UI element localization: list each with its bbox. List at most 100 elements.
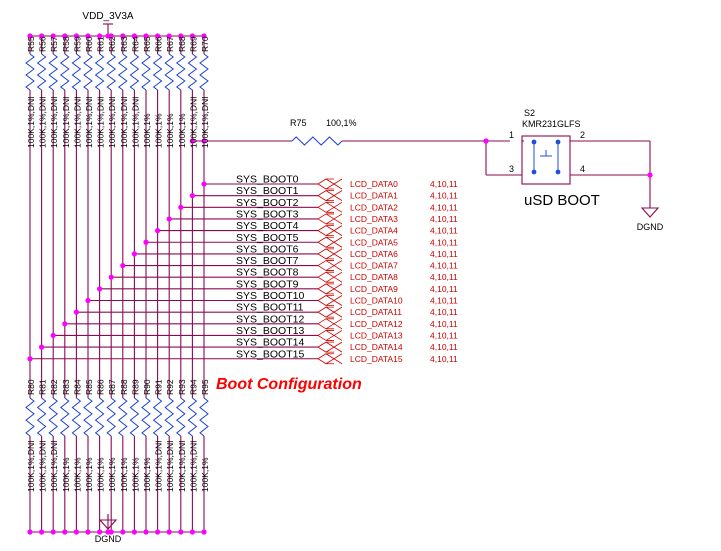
junction-dot xyxy=(166,529,172,535)
junction-layer xyxy=(27,33,653,535)
upper-resistor-value: 100K,1%,DNI xyxy=(200,97,210,149)
boot-net-label: SYS_BOOT6 xyxy=(236,243,299,255)
lower-resistor-value: 100K,1%,DNI xyxy=(26,441,36,493)
upper-resistor-ref: R57 xyxy=(49,36,59,52)
upper-resistor-value: 100K,1%,DNI xyxy=(38,97,48,149)
junction-dot xyxy=(73,309,79,315)
boot-net-label: SYS_BOOT15 xyxy=(236,348,304,360)
page-ref-label: 4,10,11 xyxy=(430,284,458,294)
parts-layer xyxy=(25,53,660,530)
upper-resistor-body xyxy=(129,53,140,91)
lower-resistor-body xyxy=(199,397,209,437)
junction-dot xyxy=(166,216,172,222)
page-ref-label: 4,10,11 xyxy=(430,261,458,271)
upper-resistor-ref: R69 xyxy=(188,36,198,52)
offpage-connector xyxy=(317,329,343,341)
page-ref-label: 4,10,11 xyxy=(430,272,458,282)
lower-resistor-ref: R89 xyxy=(130,379,140,395)
page-ref-label: 4,10,11 xyxy=(430,307,458,317)
switch-part: KMR231GLFS xyxy=(522,119,581,129)
junction-dot xyxy=(27,529,33,535)
lcd-net-label: LCD_DATA6 xyxy=(350,249,398,259)
junction-dot xyxy=(189,529,195,535)
junction-dot xyxy=(143,33,149,39)
upper-resistor-ref: R70 xyxy=(200,36,210,52)
upper-resistor-ref: R65 xyxy=(142,36,152,52)
page-ref-label: 4,10,11 xyxy=(430,226,458,236)
switch-pin-4: 4 xyxy=(580,164,585,174)
offpage-connector xyxy=(317,318,343,330)
lower-resistor-body xyxy=(94,397,105,437)
boot-net-label: SYS_BOOT13 xyxy=(236,325,304,337)
lcd-net-label: LCD_DATA5 xyxy=(350,237,398,247)
junction-dot xyxy=(201,181,207,187)
upper-resistor-value: 100K,1%,DNI xyxy=(96,97,106,149)
lower-resistor-ref: R81 xyxy=(38,379,48,395)
page-ref-label: 4,10,11 xyxy=(430,319,458,329)
offpage-connector xyxy=(317,353,343,365)
lower-resistor-value: 100K,1% xyxy=(107,457,117,492)
offpage-connector xyxy=(317,248,343,260)
upper-resistor-value: 100K,1%,DNI xyxy=(188,97,198,149)
upper-resistor-body xyxy=(175,53,186,91)
junction-dot xyxy=(143,529,149,535)
upper-resistor-body xyxy=(48,53,59,91)
upper-resistor-body xyxy=(199,53,209,91)
boot-net-label: SYS_BOOT5 xyxy=(236,232,299,244)
lower-resistor-value: 100K,1%,DNI xyxy=(165,441,175,493)
boot-net-label: SYS_BOOT0 xyxy=(236,174,299,186)
junction-dot xyxy=(39,529,45,535)
lcd-net-label: LCD_DATA14 xyxy=(350,342,403,352)
lower-resistor-ref: R91 xyxy=(154,379,164,395)
junction-dot xyxy=(178,33,184,39)
junction-dot xyxy=(120,529,126,535)
junction-dot xyxy=(201,529,207,535)
lower-resistor-body xyxy=(25,397,35,437)
lower-resistor-value: 100K,1% xyxy=(84,457,94,492)
junction-dot xyxy=(62,33,68,39)
lower-resistor-body xyxy=(164,397,175,437)
junction-dot xyxy=(201,138,207,144)
lower-resistor-body xyxy=(152,397,163,437)
lower-resistor-value: 100K,1% xyxy=(142,457,152,492)
upper-resistor-value: 100K,1%,DNI xyxy=(84,97,94,149)
boot-net-label: SYS_BOOT10 xyxy=(236,290,304,302)
boot-net-label: SYS_BOOT7 xyxy=(236,255,299,267)
upper-resistor-ref: R67 xyxy=(165,36,175,52)
upper-resistor-ref: R66 xyxy=(154,36,164,52)
upper-resistor-body xyxy=(187,53,198,91)
series-resistor-ref: R75 xyxy=(290,118,307,128)
junction-dot xyxy=(189,138,195,144)
lower-resistor-body xyxy=(187,397,198,437)
junction-dot xyxy=(201,33,207,39)
lower-resistor-ref: R84 xyxy=(72,379,82,395)
lcd-net-label: LCD_DATA11 xyxy=(350,307,402,317)
upper-resistor-value: 100K,1%,DNI xyxy=(49,97,59,149)
upper-resistor-ref: R64 xyxy=(130,36,140,52)
lower-resistor-value: 100K,1% xyxy=(130,457,140,492)
junction-dot xyxy=(50,529,56,535)
upper-resistor-value: 100K,1% xyxy=(165,113,175,148)
offpage-connector xyxy=(317,201,343,213)
switch-body xyxy=(521,135,571,185)
upper-resistor-value: 100K,1%,DNI xyxy=(130,97,140,149)
upper-resistor-ref: R60 xyxy=(84,36,94,52)
switch-pin-2: 2 xyxy=(580,130,585,140)
upper-resistor-ref: R62 xyxy=(107,36,117,52)
lower-resistor-value: 100K,1%,DNI xyxy=(154,441,164,493)
lower-resistor-ref: R85 xyxy=(84,379,94,395)
lower-resistor-value: 100K,1% xyxy=(96,457,106,492)
lower-resistor-body xyxy=(36,397,47,437)
lcd-net-label: LCD_DATA12 xyxy=(350,319,403,329)
wires-layer xyxy=(29,23,651,533)
page-ref-label: 4,10,11 xyxy=(430,330,458,340)
lower-resistor-ref: R80 xyxy=(26,379,36,395)
series-resistor-value: 100,1% xyxy=(326,118,357,128)
page-ref-label: 4,10,11 xyxy=(430,296,458,306)
junction-dot xyxy=(85,33,91,39)
junction-dot xyxy=(39,33,45,39)
junction-dot xyxy=(189,33,195,39)
lower-resistor-ref: R82 xyxy=(49,379,59,395)
offpage-connector xyxy=(317,190,343,202)
